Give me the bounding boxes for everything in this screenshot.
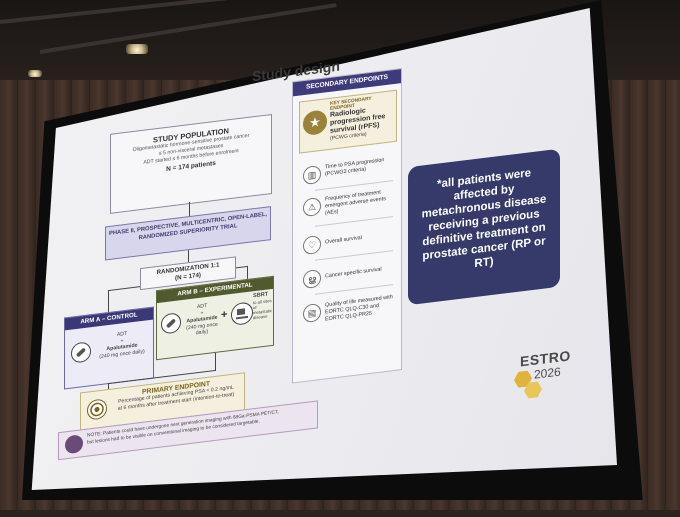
ceiling-light — [126, 44, 148, 54]
secondary-item-label: Quality of life measured with EORTC QLQ-… — [325, 294, 393, 323]
divider — [315, 284, 393, 295]
heart-icon: ♡ — [303, 234, 321, 256]
secondary-endpoints-box: SECONDARY ENDPOINTS ★ KEY SECONDARY ENDP… — [292, 68, 402, 384]
divider — [315, 216, 393, 227]
connector — [108, 289, 109, 313]
secondary-item: ൠ Cancer specific survival — [303, 260, 395, 290]
connector — [189, 202, 190, 217]
radiotherapy-machine-icon — [231, 301, 253, 327]
star-icon: ★ — [303, 109, 327, 137]
pill-icon — [161, 312, 181, 335]
pill-icon — [71, 341, 91, 364]
clipboard-icon: ▤ — [303, 302, 321, 324]
secondary-item: ⚠ Frequency of treatment emergent advers… — [303, 188, 395, 220]
arm-b-plus: + — [221, 308, 228, 322]
arm-a-header: ARM A – CONTROL — [65, 307, 153, 331]
connector — [247, 265, 248, 280]
divider — [315, 250, 393, 261]
chart-icon: ▥ — [303, 164, 321, 186]
target-icon — [87, 398, 107, 421]
connector — [188, 250, 189, 263]
secondary-item-label: Time to PSA progression (PCWG3 criteria) — [325, 157, 385, 178]
secondary-item-label: Frequency of treatment emergent adverse … — [325, 189, 386, 217]
secondary-item: ▤ Quality of life measured with EORTC QL… — [303, 294, 395, 326]
key-secondary-endpoint-box: ★ KEY SECONDARY ENDPOINT Radiologic prog… — [299, 89, 397, 154]
connector — [108, 286, 140, 292]
estro-logo: ESTRO 2026 — [520, 347, 571, 383]
secondary-item-label: Overall survival — [325, 234, 362, 246]
connector — [215, 352, 216, 371]
primary-endpoint-box: PRIMARY ENDPOINT Percentage of patients … — [80, 372, 245, 431]
ceiling-light — [28, 70, 42, 77]
arm-a-box: ARM A – CONTROL ADT + Apalutamide (240 m… — [64, 306, 154, 390]
sbrt-detail: to all sites of metastatic disease — [253, 297, 273, 320]
warning-icon: ⚠ — [303, 196, 321, 218]
arm-b-box: ARM B – EXPERIMENTAL ADT + Apalutamide (… — [156, 275, 274, 361]
document-icon — [65, 434, 83, 455]
secondary-item: ▥ Time to PSA progression (PCWG3 criteri… — [303, 156, 395, 186]
secondary-item-label: Cancer specific survival — [325, 266, 382, 280]
logo-year: 2026 — [534, 364, 561, 382]
secondary-item: ♡ Overall survival — [303, 226, 395, 256]
callout-box: *all patients were affected by metachron… — [408, 148, 560, 306]
study-population-box: STUDY POPULATION Oligometastatic hormone… — [110, 113, 272, 214]
ribbon-icon: ൠ — [303, 268, 321, 290]
